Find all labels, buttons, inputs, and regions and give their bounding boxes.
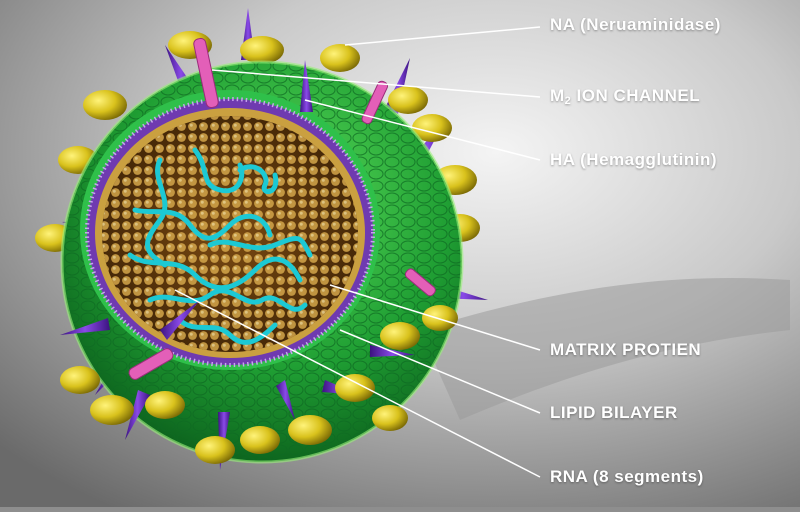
leader-lines xyxy=(174,26,541,478)
label-na: NA (Neruaminidase) xyxy=(550,15,721,34)
leader-line-rna xyxy=(174,289,541,478)
label-lipid-bilayer: LIPID BILAYER xyxy=(550,403,678,422)
ha-spikes-front xyxy=(60,60,415,470)
label-m2-subscript: 2 xyxy=(564,95,572,107)
label-m2-prefix: M xyxy=(550,86,565,105)
leader-line-na xyxy=(344,26,541,46)
label-m2-ion-channel: M2 ION CHANNEL xyxy=(550,86,700,107)
rna-segments xyxy=(127,147,313,345)
leader-line-m2 xyxy=(211,69,541,98)
leader-line-ha xyxy=(304,99,541,161)
leader-line-lipid xyxy=(339,329,541,414)
na-knobs-front xyxy=(60,305,458,464)
label-rna: RNA (8 segments) xyxy=(550,467,704,486)
leader-line-matrix xyxy=(329,284,541,351)
label-ha: HA (Hemagglutinin) xyxy=(550,150,718,169)
m2-ion-channels xyxy=(128,37,436,380)
label-m2-suffix: ION CHANNEL xyxy=(571,86,701,105)
virus-shadow xyxy=(420,278,790,420)
label-matrix-protein: MATRIX PROTIEN xyxy=(550,340,702,359)
